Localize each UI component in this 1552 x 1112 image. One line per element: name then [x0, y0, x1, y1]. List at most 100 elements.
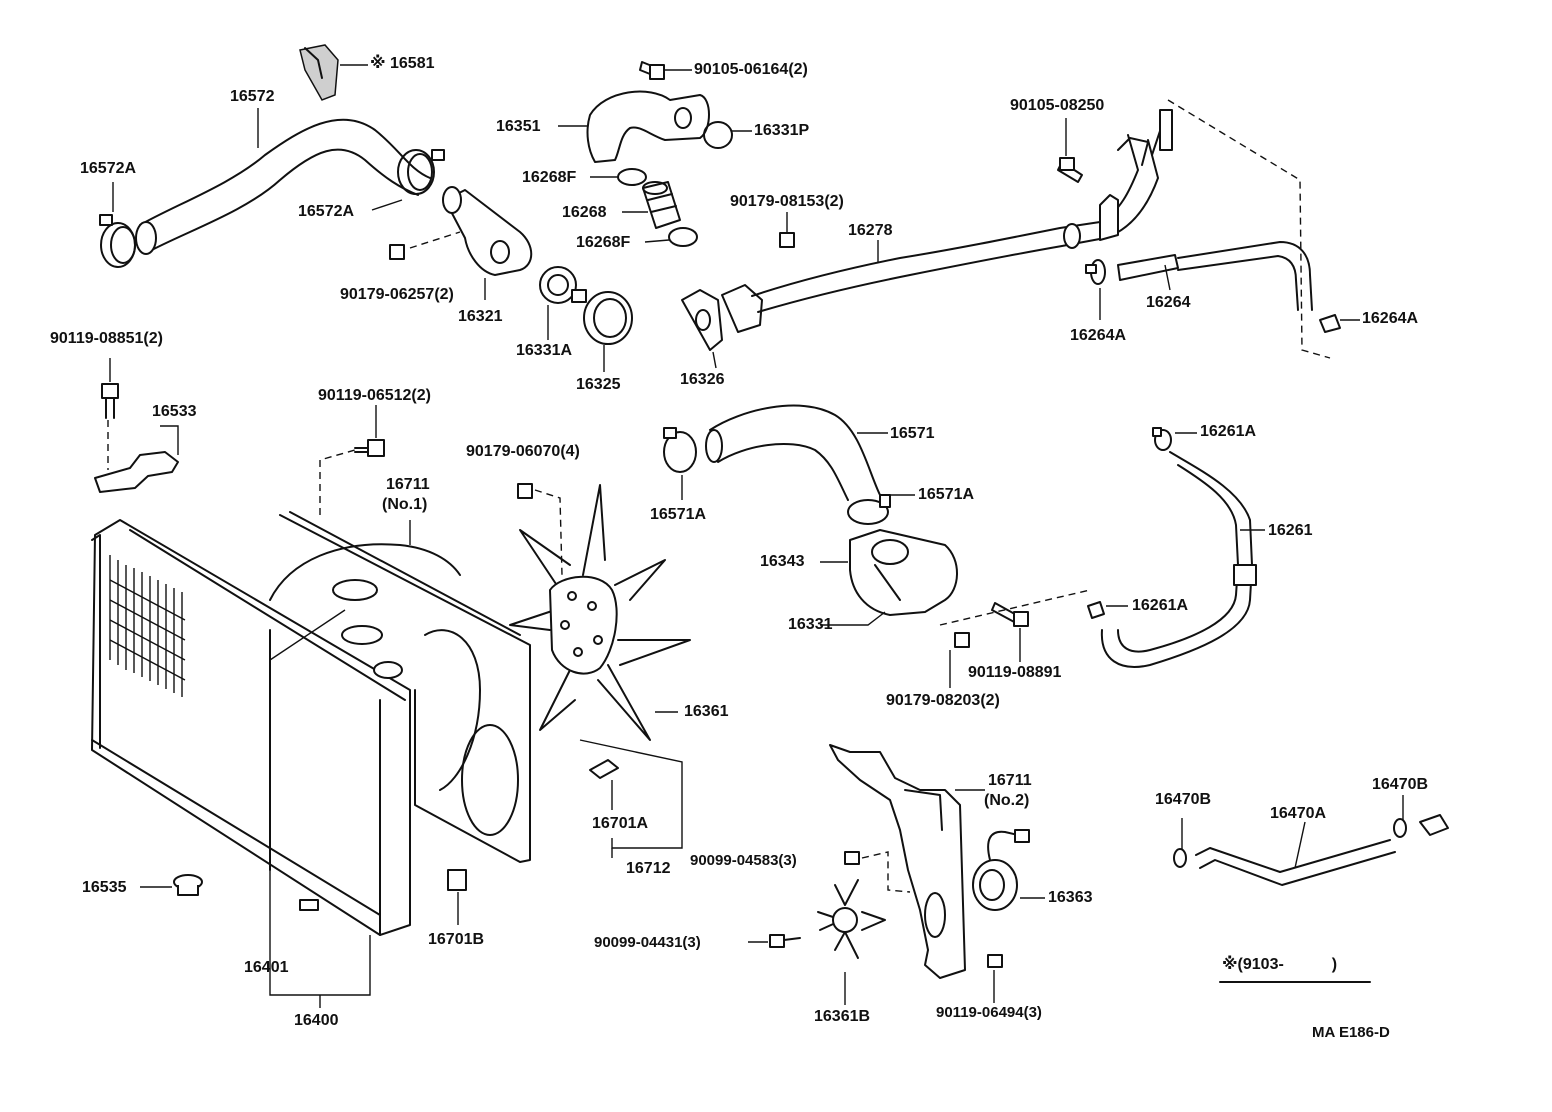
label-16470B-2: 16470B	[1372, 776, 1429, 793]
label-90119-08891: 90119-08891	[968, 664, 1062, 681]
label-16278: 16278	[848, 222, 893, 239]
footnote-applicability: ※(9103- )	[1222, 956, 1338, 973]
fan-motor-16363-icon	[972, 829, 1030, 911]
thermostat-16331A-icon	[539, 266, 587, 304]
label-90105-06164: 90105-06164(2)	[694, 61, 808, 78]
label-16572A: 16572A	[80, 160, 137, 177]
gasket-16331P-icon	[703, 121, 733, 149]
label-90119-06512: 90119-06512(2)	[318, 387, 431, 404]
label-16264A: 16264A	[1070, 327, 1127, 344]
label-16400: 16400	[294, 1012, 339, 1029]
label-16261: 16261	[1268, 522, 1313, 539]
hose-16264-icon	[1117, 241, 1341, 333]
label-90179-08203: 90179-08203(2)	[886, 692, 1000, 709]
bolt-90119-06512-icon	[354, 439, 385, 457]
bolt-90105-06164-icon	[639, 61, 665, 80]
label-16470B: 16470B	[1155, 791, 1212, 808]
label-90099-04431: 90099-04431(3)	[594, 934, 701, 951]
fan-16361B-icon	[817, 879, 886, 959]
label-16326: 16326	[680, 371, 725, 388]
clamp-16470B-2-icon	[1393, 814, 1449, 838]
hose-16470A-icon	[1195, 839, 1396, 886]
label-16261A: 16261A	[1200, 423, 1257, 440]
label-16711-no1-sub: (No.1)	[382, 496, 428, 513]
label-16363: 16363	[1048, 889, 1093, 906]
label-16264A-2: 16264A	[1362, 310, 1419, 327]
cooling-fan-16361-icon	[509, 484, 691, 741]
drain-plug-16535-icon	[173, 874, 203, 896]
label-16401: 16401	[244, 959, 289, 976]
label-90119-06494: 90119-06494(3)	[936, 1004, 1042, 1021]
clamp-16264A-icon	[1085, 259, 1106, 285]
o-ring-16268F-2-icon	[668, 227, 698, 247]
label-16325: 16325	[576, 376, 621, 393]
label-16533: 16533	[152, 403, 197, 420]
label-16268: 16268	[562, 204, 607, 221]
fan-shroud-16711-no2-icon	[829, 744, 966, 979]
clamp-16261A-icon	[1152, 427, 1172, 451]
label-90105-08250: 90105-08250	[1010, 97, 1105, 114]
nut-90179-08153-icon	[779, 232, 795, 248]
lower-hose-16571-icon	[705, 404, 881, 501]
label-16264: 16264	[1146, 294, 1191, 311]
bolt-90119-08851-icon	[101, 383, 119, 419]
hose-clamp-16572A-2-icon	[397, 149, 445, 195]
bracket-16581-icon	[299, 44, 339, 101]
label-16571: 16571	[890, 425, 935, 442]
label-16470A: 16470A	[1270, 805, 1327, 822]
clip-16701B-icon	[447, 869, 467, 891]
water-outlet-16321-icon	[442, 186, 533, 276]
label-16711-no2: 16711	[988, 772, 1032, 789]
radiator-support-16533-icon	[94, 451, 179, 493]
label-16571A: 16571A	[650, 506, 707, 523]
bypass-pipe-16278-icon	[681, 109, 1173, 351]
nut-90179-08203-icon	[954, 632, 970, 648]
clamp-16470B-icon	[1173, 848, 1187, 868]
radiator-16400-icon	[91, 519, 411, 936]
label-16261A-2: 16261A	[1132, 597, 1189, 614]
label-16321: 16321	[458, 308, 503, 325]
label-16712: 16712	[626, 860, 671, 877]
label-16361B: 16361B	[814, 1008, 871, 1025]
label-16331: 16331	[788, 616, 833, 633]
label-90099-04583: 90099-04583(3)	[690, 852, 797, 869]
label-16581: ※ 16581	[370, 55, 435, 72]
label-16701B: 16701B	[428, 931, 485, 948]
label-16572: 16572	[230, 88, 275, 105]
label-90179-06070: 90179-06070(4)	[466, 443, 580, 460]
label-16361: 16361	[684, 703, 729, 720]
label-16572A-2: 16572A	[298, 203, 355, 220]
label-16268F: 16268F	[522, 169, 577, 186]
hose-16261-icon	[1100, 451, 1257, 668]
upper-hose-16572-icon	[135, 118, 431, 255]
label-16571A-2: 16571A	[918, 486, 975, 503]
hose-clamp-16572A-icon	[99, 214, 136, 268]
clamp-16261A-2-icon	[1087, 601, 1105, 619]
bolt-90119-06494-icon	[987, 954, 1003, 968]
clamp-16571A-2-icon	[847, 494, 891, 525]
diagram-code: MA E186-D	[1312, 1024, 1390, 1041]
bolt-90105-08250-icon	[1057, 157, 1083, 183]
label-16268F-2: 16268F	[576, 234, 631, 251]
label-16711-no1: 16711	[386, 476, 430, 493]
label-90119-08851: 90119-08851(2)	[50, 330, 163, 347]
bolt-90099-04431-icon	[769, 934, 801, 948]
water-inlet-16343-icon	[849, 529, 958, 616]
label-16331A: 16331A	[516, 342, 573, 359]
label-16351: 16351	[496, 118, 541, 135]
fan-shroud-16711-icon	[269, 449, 531, 863]
clip-16701A-icon	[589, 759, 619, 779]
clamp-16571A-icon	[663, 427, 697, 473]
bolt-90119-08891-icon	[991, 602, 1029, 627]
label-16343: 16343	[760, 553, 805, 570]
label-90179-08153: 90179-08153(2)	[730, 193, 844, 210]
label-16711-no2-sub: (No.2)	[984, 792, 1030, 809]
pipe-16268-icon	[642, 181, 681, 229]
label-90179-06257: 90179-06257(2)	[340, 286, 454, 303]
gasket-16325-icon	[583, 291, 633, 345]
bolt-90179-06257-icon	[389, 244, 405, 260]
nut-90179-06070-icon	[517, 483, 533, 499]
label-16331P: 16331P	[754, 122, 810, 139]
bolt-90099-04583-icon	[844, 851, 860, 865]
